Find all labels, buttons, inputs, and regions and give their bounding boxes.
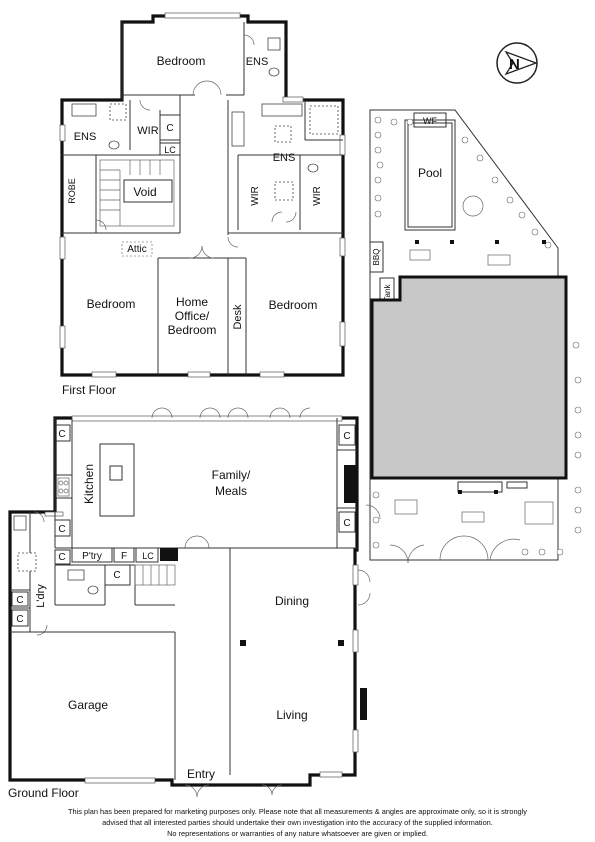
laundry-label: L'dry [35,584,47,608]
window [259,371,285,378]
bath-fixtures-first [71,37,339,201]
window [282,96,304,103]
shrubs [372,116,582,556]
site-plan: WF Pool BBQ Tank [369,109,582,561]
closet-c-label: C [58,552,65,563]
window [59,325,66,349]
wir-right-1-label: WIR [250,186,261,205]
ens-left-label: ENS [74,131,97,143]
living-label: Living [276,708,307,722]
fridge-label: F [121,551,127,562]
void-label: Void [133,185,156,199]
house-footprint [370,275,568,480]
closet-d-label: C [113,570,120,581]
ens-right-label: ENS [273,152,296,164]
ground-floor-plan: Kitchen Family/ Meals P'try F LC C C C C… [8,407,425,800]
dining-label: Dining [275,594,309,608]
kitchen-island [99,443,135,517]
family-label-1: Family/ [212,468,251,482]
garage-label: Garage [68,698,108,712]
window [59,124,66,142]
closet-h-label: C [343,518,350,529]
disclaimer-line-2: advised that all interested parties shou… [102,818,493,827]
closet-b-label: C [58,524,65,535]
window [339,321,346,347]
north-arrow-icon: N [496,42,538,84]
north-label: N [509,56,520,73]
linen-closet-label: LC [164,145,176,155]
window [164,12,241,19]
disclaimer-line-1: This plan has been prepared for marketin… [67,807,527,816]
desk-label: Desk [232,304,244,330]
pool-outline [404,119,456,231]
window [187,371,211,378]
disclaimer-line-3: No representations or warranties of any … [167,829,428,838]
garden-pavers [394,195,554,561]
wf-label: WF [423,116,437,126]
ground-floor-walls [8,416,359,787]
wir-left-label: WIR [137,125,158,137]
home-office-label-2: Office/ [175,309,210,323]
home-office-label-3: Bedroom [168,323,217,337]
window [339,237,346,257]
closet-label: C [166,123,173,134]
first-floor-plan: Bedroom ENS ENS WIR C LC Void ROBE Attic… [59,12,346,397]
ground-floor-title: Ground Floor [8,786,79,800]
robe-label: ROBE [67,178,77,204]
family-label-2: Meals [215,484,247,498]
closet-e-label: C [16,595,23,606]
closet-f-label: C [16,614,23,625]
kitchen-label: Kitchen [82,464,96,504]
window [91,371,117,378]
home-office-label-1: Home [176,295,208,309]
pool-label: Pool [418,166,442,180]
bbq-label: BBQ [372,249,381,266]
ens-top-label: ENS [246,56,269,68]
first-floor-title: First Floor [62,383,116,397]
bedroom-left-label: Bedroom [87,297,136,311]
closet-g-label: C [343,431,350,442]
attic-label: Attic [127,244,146,255]
entry-label: Entry [187,767,215,781]
wir-right-2-label: WIR [312,186,323,205]
pantry-label: P'try [82,551,102,562]
bedroom-top-label: Bedroom [157,54,206,68]
window [339,134,346,156]
closet-a-label: C [58,429,65,440]
tank-label: Tank [383,284,392,302]
linen-closet-ground-label: LC [142,551,154,561]
bedroom-right-label: Bedroom [269,298,318,312]
window [59,236,66,260]
